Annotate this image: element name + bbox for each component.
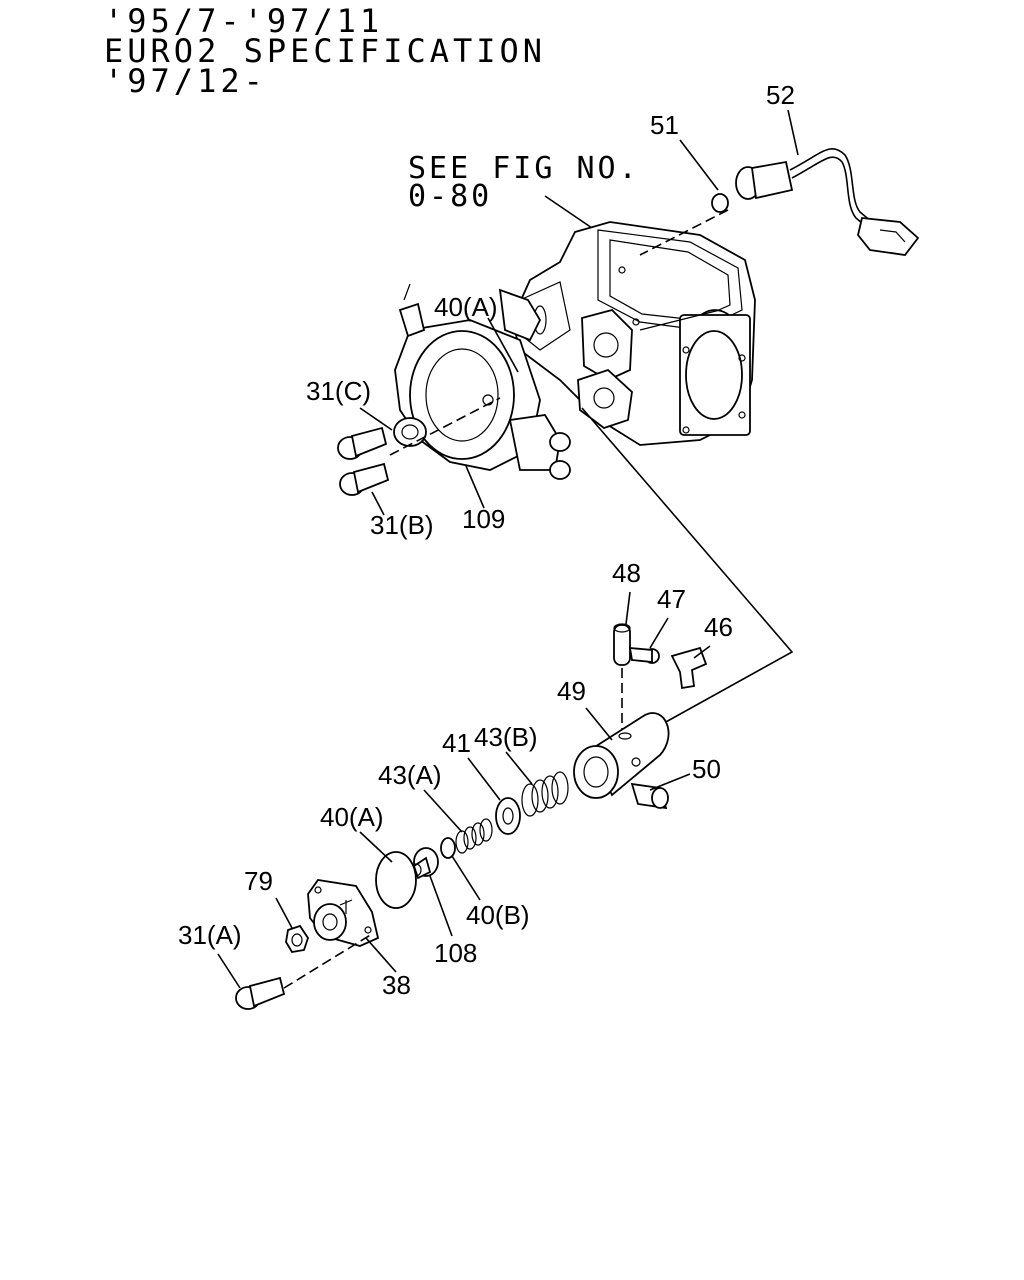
leader-43b <box>505 751 533 785</box>
header-line-from-date: '97/12- <box>104 62 267 100</box>
bolt-31b <box>339 462 390 496</box>
leader-48 <box>625 591 631 625</box>
pin-48 <box>613 623 631 666</box>
leader-109 <box>465 465 485 509</box>
pin-50 <box>630 782 669 810</box>
leader-50 <box>649 773 691 791</box>
callout-43b: 43(B) <box>474 722 538 752</box>
see-fig-line1: SEE FIG NO. <box>408 151 640 186</box>
see-fig-line2: 0-80 <box>408 179 492 214</box>
o-ring-40a-lower <box>375 851 417 909</box>
assembly-leader <box>581 407 794 729</box>
leader-31b <box>371 491 385 516</box>
leader-49 <box>585 707 613 741</box>
callout-51: 51 <box>650 110 679 140</box>
leader-40a-low <box>359 831 393 863</box>
bolt-31a <box>235 976 286 1010</box>
callout-109: 109 <box>462 504 505 534</box>
plunger-108 <box>410 847 439 880</box>
leader-31a <box>217 953 241 989</box>
o-ring-40b <box>440 837 456 859</box>
leader-108 <box>429 875 453 937</box>
centerline-lower <box>283 933 373 989</box>
centerline-valve <box>389 397 501 456</box>
cover-38 <box>307 879 380 947</box>
callout-31a: 31(A) <box>178 920 242 950</box>
callout-41: 41 <box>442 728 471 758</box>
callout-40a-low: 40(A) <box>320 802 384 832</box>
leader-51 <box>679 139 719 191</box>
callout-40a-top: 40(A) <box>434 292 498 322</box>
callout-47: 47 <box>657 584 686 614</box>
spec-header: '95/7-'97/11 EURO2 SPECIFICATION '97/12- <box>104 2 547 100</box>
throttle-body-housing <box>511 221 756 446</box>
callout-52: 52 <box>766 80 795 110</box>
header-line-date-range: '95/7-'97/11 <box>104 2 384 40</box>
spring-43b <box>521 771 569 817</box>
callout-31b: 31(B) <box>370 510 434 540</box>
callout-79: 79 <box>244 866 273 896</box>
callout-108: 108 <box>434 938 477 968</box>
callout-40b: 40(B) <box>466 900 530 930</box>
callout-43a: 43(A) <box>378 760 442 790</box>
leader-47 <box>649 617 669 649</box>
leader-43a <box>423 789 463 833</box>
callout-38: 38 <box>382 970 411 1000</box>
leader-38 <box>365 937 397 973</box>
leader-46 <box>693 645 711 659</box>
leader-79 <box>275 897 293 929</box>
washer-41 <box>495 797 521 835</box>
callout-50: 50 <box>692 754 721 784</box>
nut-79 <box>285 924 309 953</box>
leader-41 <box>467 757 501 801</box>
leader-40b <box>451 855 481 901</box>
leader-52 <box>787 109 799 156</box>
sensor-with-harness <box>735 148 920 256</box>
see-fig-leader <box>544 195 593 229</box>
centerline-51 <box>639 209 729 256</box>
callout-46: 46 <box>704 612 733 642</box>
header-line-specification: EURO2 SPECIFICATION <box>104 32 547 70</box>
valve-assembly-109 <box>393 283 571 480</box>
leader-40a-top <box>487 317 519 373</box>
spring-43a <box>455 818 493 854</box>
callout-48: 48 <box>612 558 641 588</box>
leader-31c <box>359 407 393 431</box>
sleeve-49 <box>573 712 670 799</box>
plate-46 <box>670 646 708 690</box>
o-ring-51 <box>711 193 729 213</box>
callout-49: 49 <box>557 676 586 706</box>
bolt-31c <box>337 426 388 460</box>
callout-31c: 31(C) <box>306 376 371 406</box>
screw-47 <box>628 646 660 664</box>
